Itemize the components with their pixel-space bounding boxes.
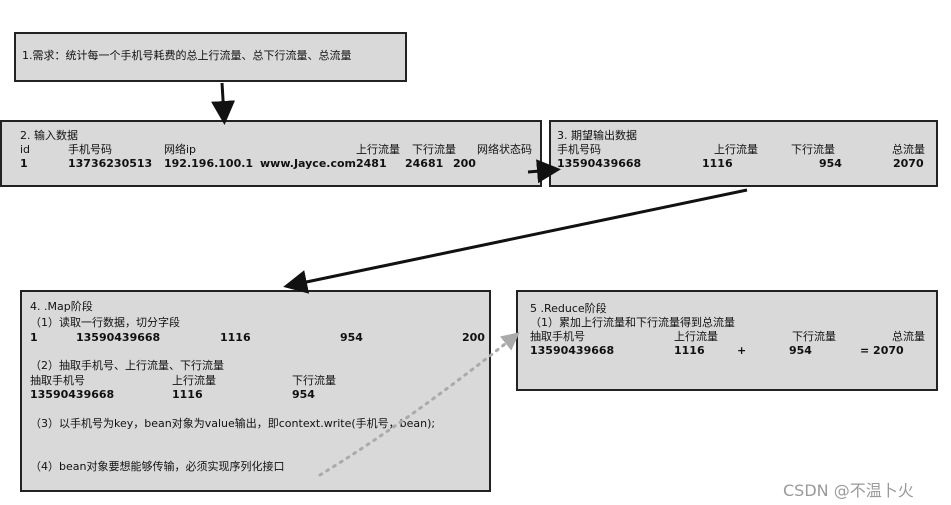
cell-total: 2070 xyxy=(893,157,924,170)
cell-domain: www.Jayce.com xyxy=(260,157,357,170)
reduce-downflow: 954 xyxy=(789,344,812,357)
cell-upflow: 1116 xyxy=(702,157,733,170)
expected-output-title: 3. 期望输出数据 xyxy=(557,129,637,142)
map-phase-title: 4. .Map阶段 xyxy=(30,300,93,313)
map-step2-downflow: 954 xyxy=(292,388,315,401)
header-id: id xyxy=(20,143,31,156)
map-step2-header-upflow: 上行流量 xyxy=(172,374,216,387)
requirement-box: 1.需求：统计每一个手机号耗费的总上行流量、总下行流量、总流量 xyxy=(14,32,407,82)
reduce-header-downflow: 下行流量 xyxy=(792,330,836,343)
map-step2-phone: 13590439668 xyxy=(30,388,115,401)
map-step1-downflow: 954 xyxy=(340,331,363,344)
reduce-phase-title: 5 .Reduce阶段 xyxy=(530,302,607,315)
cell-ip: 192.196.100.1 xyxy=(164,157,254,170)
reduce-step1: （1）累加上行流量和下行流量得到总流量 xyxy=(530,316,735,329)
header-total: 总流量 xyxy=(892,143,925,156)
reduce-upflow: 1116 xyxy=(674,344,705,357)
expected-output-box: 3. 期望输出数据 手机号码 上行流量 下行流量 总流量 13590439668… xyxy=(549,120,938,187)
reduce-header-total: 总流量 xyxy=(892,330,925,343)
reduce-phone: 13590439668 xyxy=(530,344,615,357)
cell-phone: 13590439668 xyxy=(557,157,642,170)
map-step4: （4）bean对象要想能够传输，必须实现序列化接口 xyxy=(30,460,285,473)
header-phone: 手机号码 xyxy=(557,143,601,156)
arrow-box3-to-box4 xyxy=(283,188,748,294)
cell-id: 1 xyxy=(20,157,28,170)
input-data-box: 2. 输入数据 id 手机号码 网络ip 上行流量 下行流量 网络状态码 1 1… xyxy=(0,120,542,187)
input-data-title: 2. 输入数据 xyxy=(20,129,78,142)
watermark: CSDN @不温卜火 xyxy=(783,481,914,500)
reduce-total: = 2070 xyxy=(860,344,904,357)
map-step2-upflow: 1116 xyxy=(172,388,203,401)
reduce-plus: + xyxy=(737,344,747,357)
cell-downflow: 24681 xyxy=(405,157,444,170)
map-step1-id: 1 xyxy=(30,331,38,344)
reduce-header-phone: 抽取手机号 xyxy=(530,330,585,343)
map-step1: （1）读取一行数据，切分字段 xyxy=(30,316,180,329)
header-downflow: 下行流量 xyxy=(791,143,835,156)
header-status: 网络状态码 xyxy=(477,143,532,156)
arrow-box1-to-box2 xyxy=(211,82,236,125)
map-step2: （2）抽取手机号、上行流量、下行流量 xyxy=(30,359,224,372)
header-ip: 网络ip xyxy=(164,143,197,156)
requirement-text: 1.需求：统计每一个手机号耗费的总上行流量、总下行流量、总流量 xyxy=(22,49,352,62)
cell-phone: 13736230513 xyxy=(68,157,153,170)
map-step3: （3）以手机号为key，bean对象为value输出，即context.writ… xyxy=(30,417,436,430)
map-phase-box: 4. .Map阶段 （1）读取一行数据，切分字段 1 13590439668 1… xyxy=(20,290,491,492)
reduce-phase-box: 5 .Reduce阶段 （1）累加上行流量和下行流量得到总流量 抽取手机号 上行… xyxy=(516,290,938,391)
map-step1-phone: 13590439668 xyxy=(76,331,161,344)
cell-upflow: 2481 xyxy=(356,157,387,170)
map-step1-upflow: 1116 xyxy=(220,331,251,344)
reduce-header-upflow: 上行流量 xyxy=(674,330,718,343)
header-upflow: 上行流量 xyxy=(714,143,758,156)
header-upflow: 上行流量 xyxy=(356,143,400,156)
map-step1-status: 200 xyxy=(462,331,485,344)
header-phone: 手机号码 xyxy=(68,143,112,156)
cell-downflow: 954 xyxy=(819,157,842,170)
cell-status: 200 xyxy=(453,157,476,170)
header-downflow: 下行流量 xyxy=(412,143,456,156)
map-step2-header-phone: 抽取手机号 xyxy=(30,374,85,387)
map-step2-header-downflow: 下行流量 xyxy=(292,374,336,387)
